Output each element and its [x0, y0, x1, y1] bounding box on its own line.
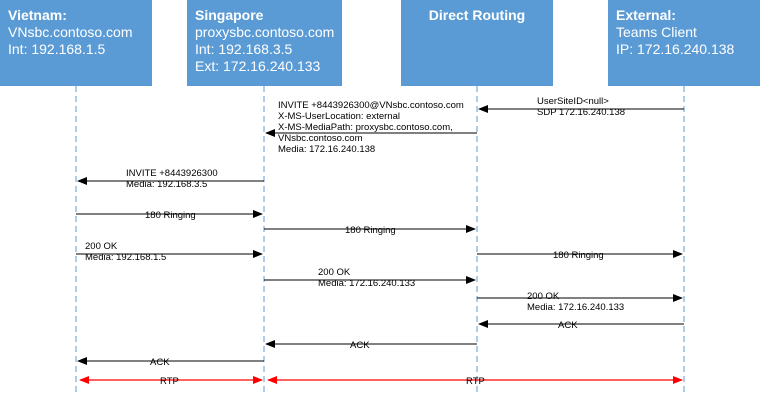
- message-label: 180 Ringing: [345, 225, 396, 236]
- participant-vietnam: Vietnam: VNsbc.contoso.com Int: 192.168.…: [0, 0, 152, 86]
- participant-ip: IP: 172.16.240.138: [616, 41, 735, 57]
- message-label: Media: 172.16.240.133: [527, 302, 624, 313]
- message-label: RTP: [160, 376, 179, 387]
- participant-title: Singapore: [195, 7, 264, 23]
- message-label: X-MS-UserLocation: external: [278, 111, 400, 122]
- participant-external: External: Teams Client IP: 172.16.240.13…: [608, 0, 760, 86]
- message-label: ACK: [350, 340, 370, 351]
- message-label: X-MS-MediaPath: proxysbc.contoso.com,: [278, 122, 453, 133]
- participant-ip: Int: 192.168.1.5: [8, 41, 106, 57]
- message-arrow: INVITE +8443926300@VNsbc.contoso.comX-MS…: [265, 100, 477, 155]
- rtp-media-path: RTP: [267, 376, 683, 387]
- message-label: 200 OK: [85, 241, 118, 252]
- message-arrow: 180 Ringing: [76, 210, 263, 221]
- participant-title: Vietnam:: [8, 7, 67, 23]
- message-label: 200 OK: [527, 291, 560, 302]
- message-label: ACK: [558, 320, 578, 331]
- message-arrow: 180 Ringing: [264, 225, 476, 236]
- message-label: VNsbc.contoso.com: [278, 133, 363, 144]
- message-label: ACK: [150, 357, 170, 368]
- participant-title: External:: [616, 7, 676, 23]
- message-label: Media: 192.168.1.5: [85, 252, 166, 263]
- participant-title: Direct Routing: [428, 7, 526, 23]
- message-arrow: 180 Ringing: [477, 250, 683, 261]
- message-label: Media: 192.168.3.5: [126, 179, 207, 190]
- message-arrow: ACK: [77, 357, 264, 368]
- message-label: SDP 172.16.240.138: [537, 107, 625, 118]
- participant-host: VNsbc.contoso.com: [8, 24, 133, 40]
- participant-host: proxysbc.contoso.com: [195, 24, 335, 40]
- message-label: RTP: [466, 376, 485, 387]
- message-label: 200 OK: [318, 267, 351, 278]
- message-label: 180 Ringing: [553, 250, 604, 261]
- participant-singapore: Singapore proxysbc.contoso.com Int: 192.…: [187, 0, 342, 86]
- message-arrow: UserSiteID<null>SDP 172.16.240.138: [478, 96, 684, 118]
- message-label: 180 Ringing: [145, 210, 196, 221]
- message-arrow: ACK: [478, 320, 684, 331]
- message-label: INVITE +8443926300: [126, 168, 218, 179]
- message-label: INVITE +8443926300@VNsbc.contoso.com: [278, 100, 464, 111]
- participant-ext-ip: Ext: 172.16.240.133: [195, 58, 321, 74]
- message-arrow: ACK: [265, 340, 477, 351]
- message-label: UserSiteID<null>: [537, 96, 609, 107]
- message-label: Media: 172.16.240.138: [278, 144, 375, 155]
- participant-direct-routing: Direct Routing: [401, 0, 553, 86]
- message-label: Media: 172.16.240.133: [318, 278, 415, 289]
- rtp-media-path: RTP: [79, 376, 263, 387]
- participant-int-ip: Int: 192.168.3.5: [195, 41, 293, 57]
- participant-client: Teams Client: [616, 24, 697, 40]
